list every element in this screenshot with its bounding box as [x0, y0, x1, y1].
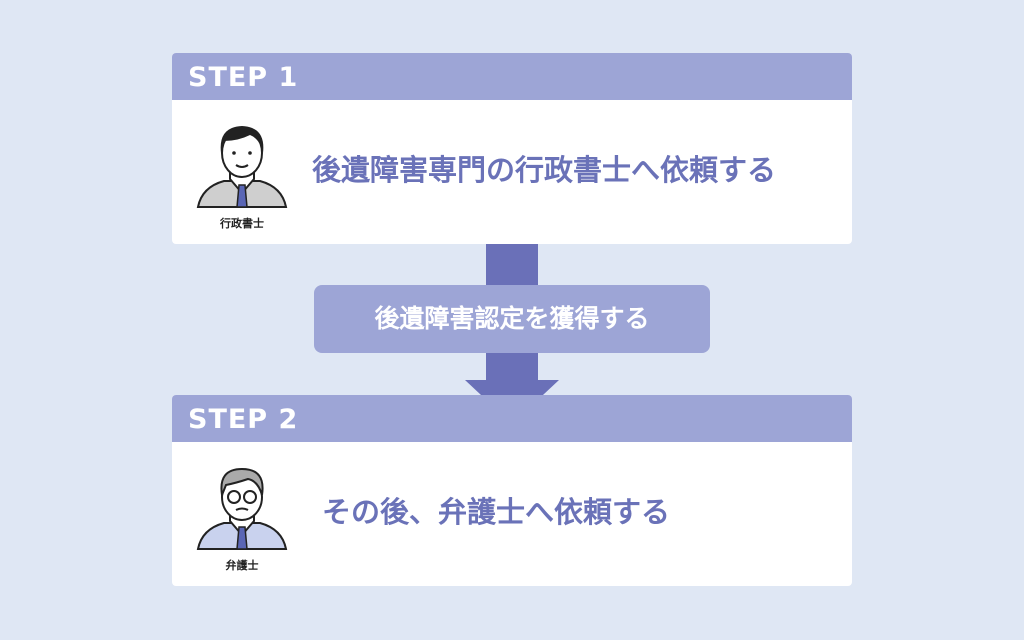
lawyer-icon: [196, 467, 288, 550]
step2-label: STEP 2: [172, 395, 852, 442]
step1-text: 後遺障害専門の行政書士へ依頼する: [312, 153, 777, 187]
step1-role: 行政書士: [220, 217, 264, 230]
middle-box: 後遺障害認定を獲得する: [314, 285, 710, 353]
step2-avatar: 弁護士: [192, 463, 292, 573]
step2-text: その後、弁護士へ依頼する: [322, 495, 671, 529]
step2-card: STEP 2 弁護士 その後、弁護士へ依頼する: [172, 395, 852, 586]
step1-card: STEP 1 行政書士 後遺障害専門の行政書士へ依頼する: [172, 53, 852, 244]
step1-avatar: 行政書士: [192, 121, 292, 231]
step2-role: 弁護士: [225, 559, 259, 572]
step1-label: STEP 1: [172, 53, 852, 100]
administrative-scrivener-icon: [196, 126, 288, 208]
